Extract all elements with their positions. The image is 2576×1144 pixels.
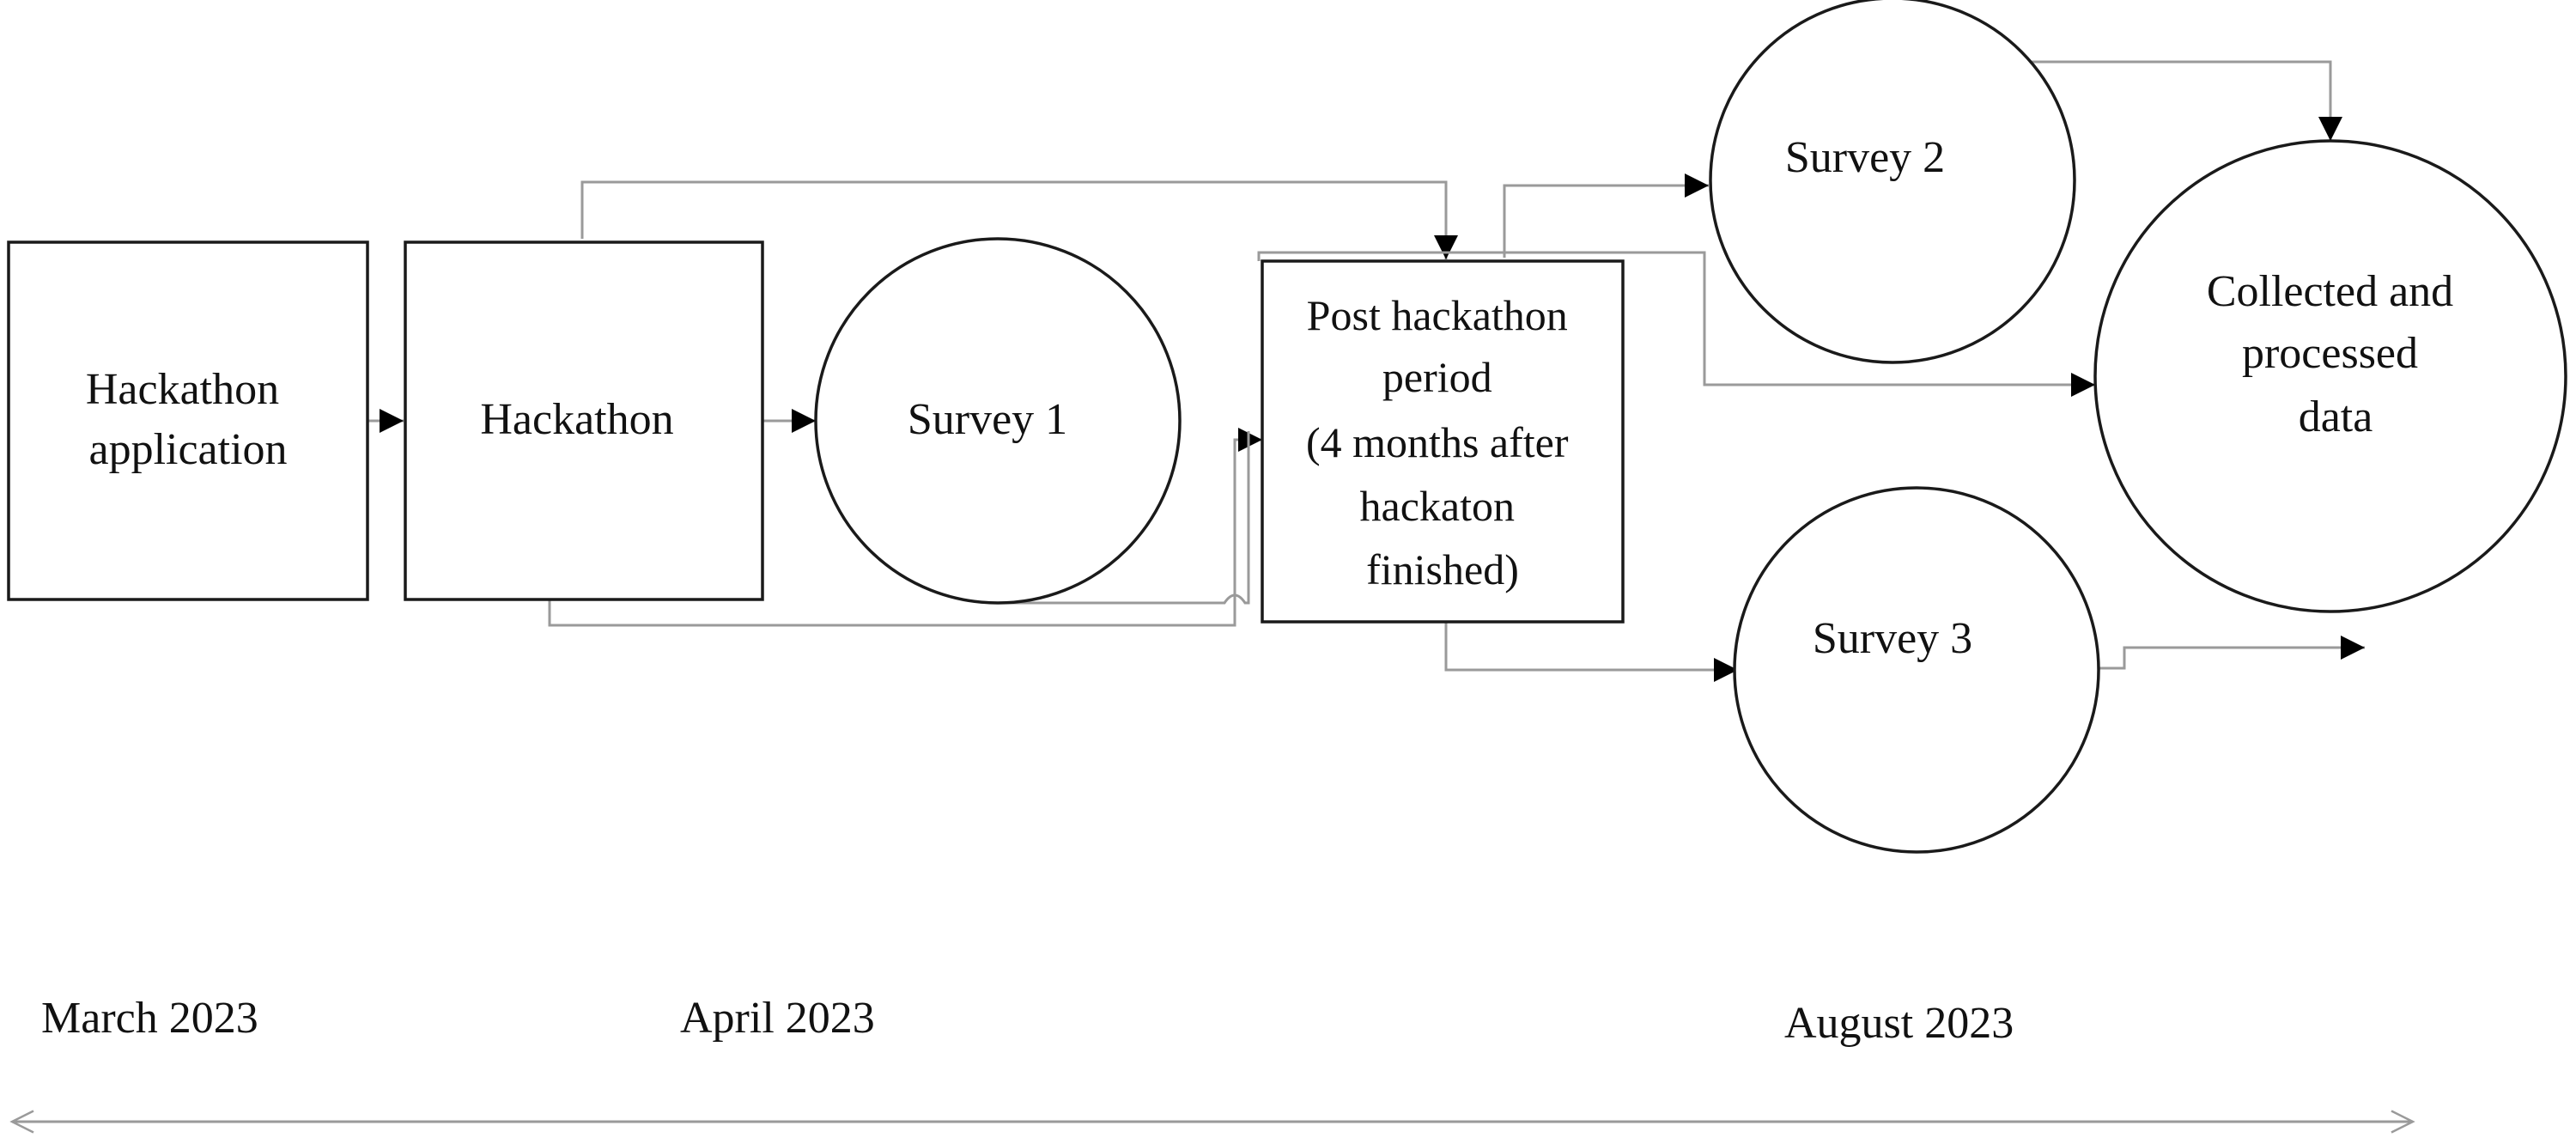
survey-2-label: Survey 2 <box>1785 133 1945 182</box>
collected-data-label: Collected and processed data <box>2207 267 2464 441</box>
connector-post-period-to-collected-data <box>1257 251 2095 397</box>
survey-1-label: Survey 1 <box>908 395 1067 444</box>
connector-survey-3-out <box>2097 636 2365 670</box>
survey-3-circle <box>1733 486 2100 854</box>
connectors <box>368 60 2365 682</box>
connector-hackathon-to-post-period-bottom <box>548 428 1262 627</box>
connector-post-period-to-survey-2 <box>1503 173 1709 258</box>
timeline-label-march-2023: March 2023 <box>41 994 258 1043</box>
hackathon-application-box <box>7 240 369 601</box>
connector-hackathon-to-post-period-top <box>580 180 1458 259</box>
connector-survey-1-to-post-period <box>998 431 1250 605</box>
post-hackathon-period-box <box>1261 259 1625 624</box>
hackathon-box <box>404 240 764 601</box>
hackathon-application-label: Hackathon application <box>86 365 290 474</box>
survey-1-circle <box>814 237 1182 605</box>
collected-data-circle <box>2093 139 2567 613</box>
connector-post-period-to-survey-3 <box>1444 622 1738 682</box>
timeline-label-august-2023: August 2023 <box>1784 999 2014 1048</box>
post-hackathon-period-label: Post hackathon period (4 months after ha… <box>1306 291 1579 593</box>
node-labels: Hackathon application Hackathon Survey 1… <box>86 133 2464 663</box>
timeline-label-april-2023: April 2023 <box>680 994 875 1043</box>
survey-2-circle <box>1709 0 2076 364</box>
hackathon-label: Hackathon <box>480 395 673 444</box>
connector-survey-2-to-collected-data <box>2021 60 2342 141</box>
timeline: March 2023 April 2023 August 2023 <box>12 994 2413 1122</box>
survey-3-label: Survey 3 <box>1813 614 1972 663</box>
nodes <box>7 0 2567 854</box>
